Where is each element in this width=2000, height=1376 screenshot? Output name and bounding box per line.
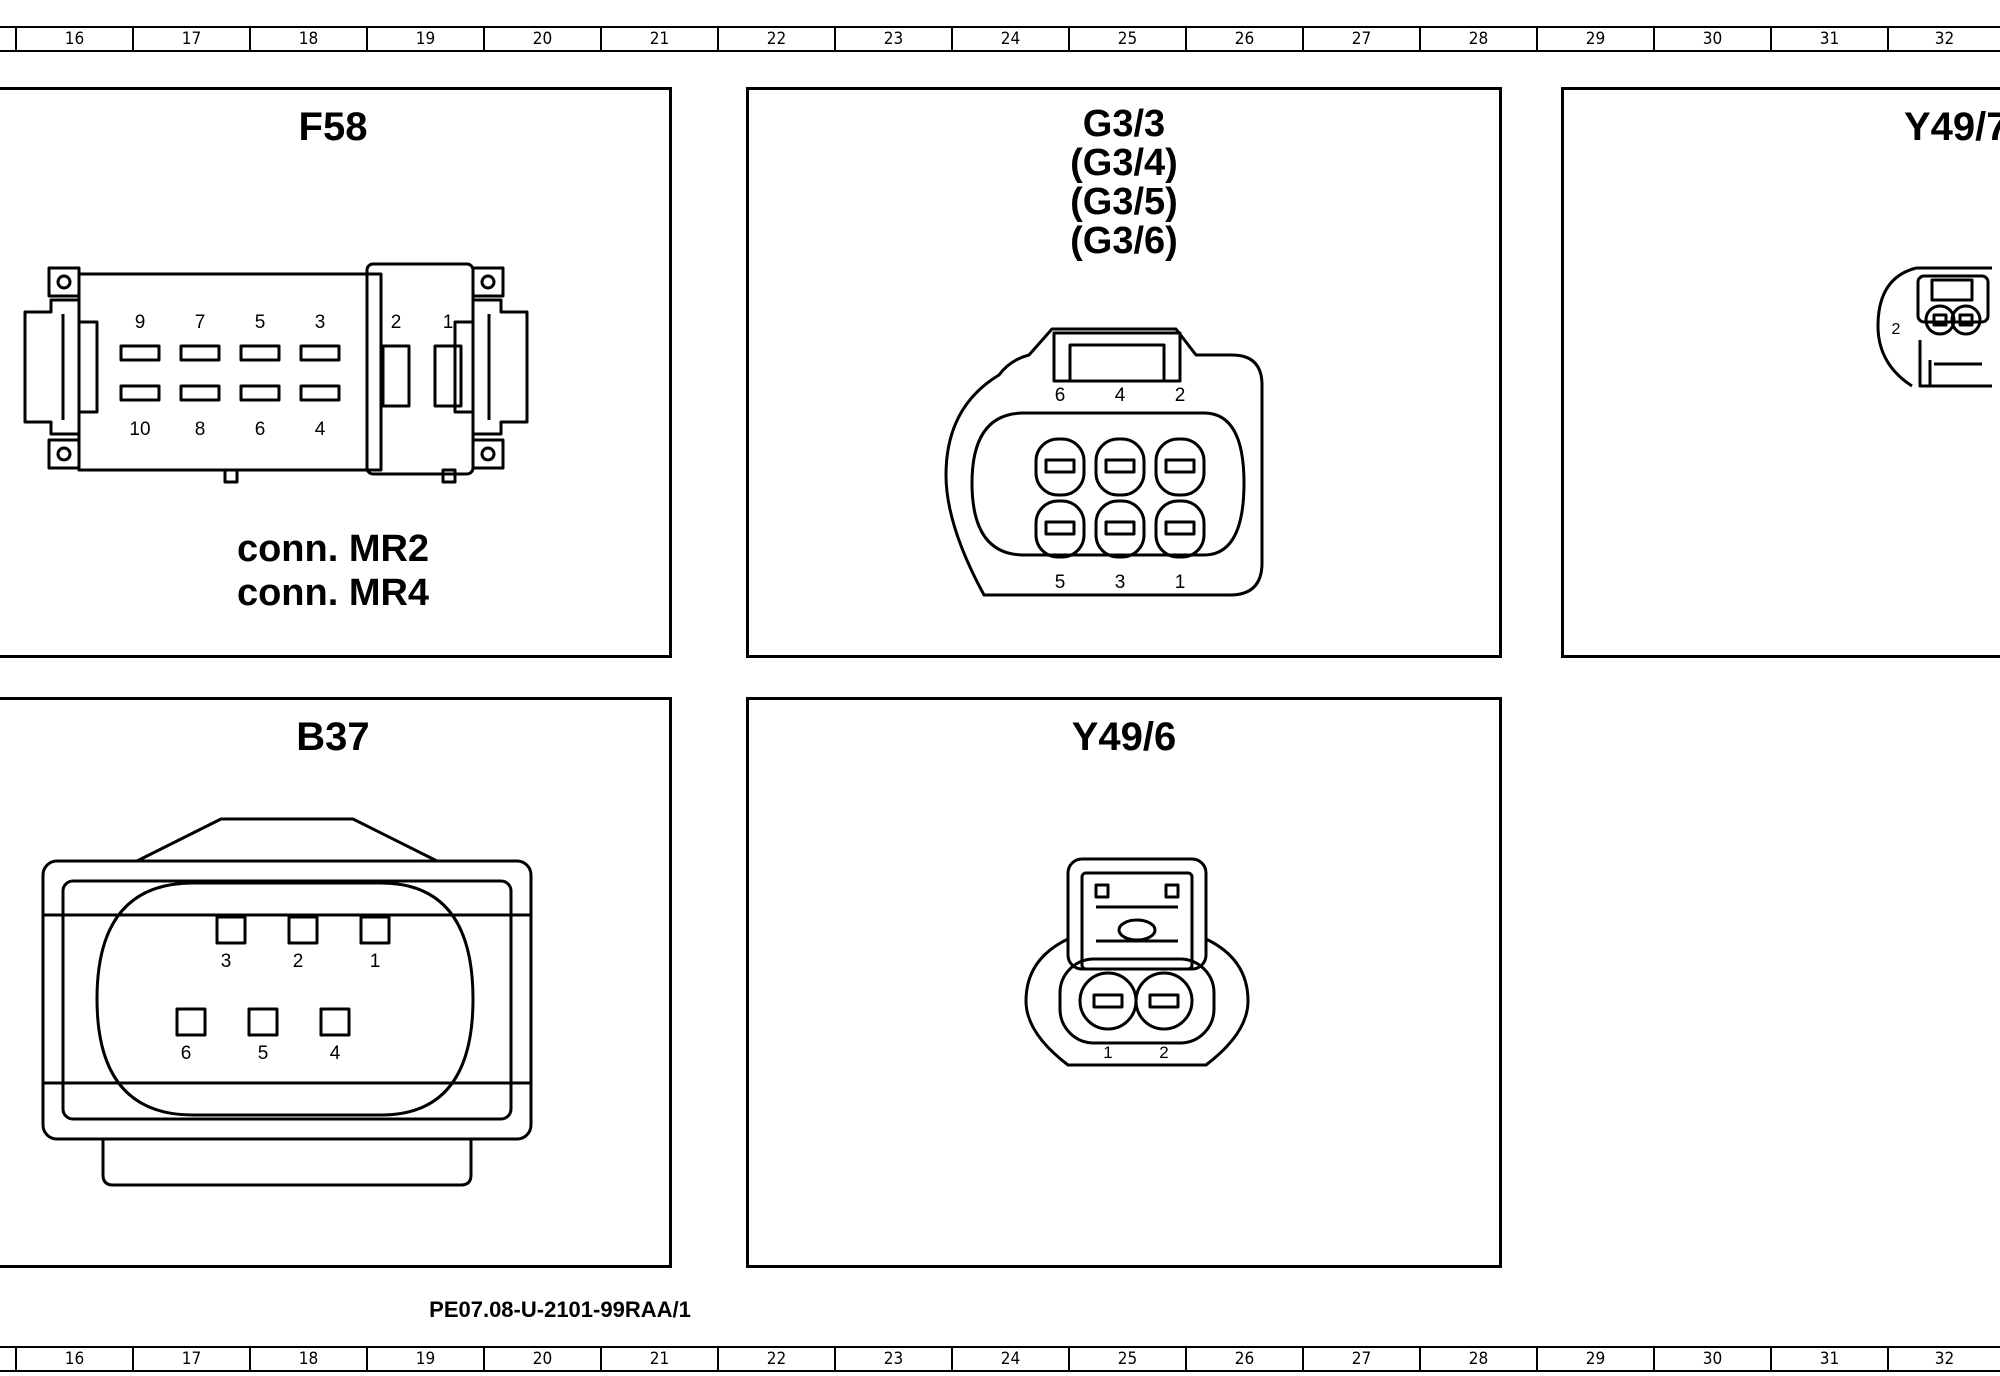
panel-b37: B37 <box>0 697 672 1268</box>
ruler-cell: 21 <box>600 1348 717 1370</box>
panel-title: (G3/4) <box>1070 142 1178 184</box>
ruler-cell: 18 <box>249 1348 366 1370</box>
ruler-cell: 29 <box>1536 28 1653 50</box>
pin-label: 2 <box>1159 1043 1168 1062</box>
pin-label: 6 <box>181 1043 192 1064</box>
ruler-cell: 25 <box>1068 28 1185 50</box>
ruler-cell: 20 <box>483 28 600 50</box>
ruler-cell: 30 <box>1653 1348 1770 1370</box>
connector-f58-drawing: 9 7 5 3 2 1 10 8 6 4 <box>23 262 529 484</box>
pin-label: 4 <box>315 419 326 440</box>
ruler-cell: 27 <box>1302 1348 1419 1370</box>
pin-label: 3 <box>1115 572 1126 593</box>
ruler-cell: 26 <box>1185 28 1302 50</box>
ruler-cell: 18 <box>249 28 366 50</box>
connector-y496-drawing: 1 2 <box>1024 857 1250 1067</box>
panel-y497: Y49/7 2 <box>1561 87 2000 658</box>
ruler-cell: 27 <box>1302 28 1419 50</box>
panel-title: (G3/5) <box>1070 181 1178 223</box>
ruler-cell: 16 <box>15 28 132 50</box>
pin-label: 1 <box>443 312 454 333</box>
panel-f58: F58 <box>0 87 672 658</box>
pin-label: 2 <box>1175 385 1186 406</box>
ruler-bottom: 16 17 18 19 20 21 22 23 24 25 26 27 28 2… <box>0 1346 2000 1372</box>
pin-label: 8 <box>195 419 206 440</box>
ruler-cell: 26 <box>1185 1348 1302 1370</box>
panel-y496: Y49/6 1 2 <box>746 697 1502 1268</box>
pin-label: 6 <box>255 419 266 440</box>
pin-label: 6 <box>1055 385 1066 406</box>
connector-g33-drawing: 6 4 2 5 3 1 <box>944 327 1264 597</box>
ruler-cell: 31 <box>1770 1348 1887 1370</box>
connector-y497-drawing: 2 <box>1876 266 1992 388</box>
ruler-cell: 22 <box>717 1348 834 1370</box>
ruler-cell: 17 <box>132 1348 249 1370</box>
ruler-cell: 16 <box>15 1348 132 1370</box>
ruler-cell: 28 <box>1419 1348 1536 1370</box>
pin-label: 4 <box>330 1043 341 1064</box>
ruler-cell: 32 <box>1887 28 2000 50</box>
pin-label: 3 <box>315 312 326 333</box>
pin-label: 5 <box>255 312 266 333</box>
panel-title: G3/3 <box>1082 103 1166 145</box>
pin-label: 2 <box>293 951 304 972</box>
panel-title: Y49/7 <box>1904 105 2000 149</box>
ruler-cell: 31 <box>1770 28 1887 50</box>
pin-label: 1 <box>1103 1043 1112 1062</box>
ruler-top: 16 17 18 19 20 21 22 23 24 25 26 27 28 2… <box>0 26 2000 52</box>
ruler-cell: 24 <box>951 28 1068 50</box>
ruler-cell: 29 <box>1536 1348 1653 1370</box>
panel-caption: conn. MR2 <box>236 528 430 570</box>
ruler-cell: 24 <box>951 1348 1068 1370</box>
ruler-cell: 17 <box>132 28 249 50</box>
panel-title: B37 <box>296 715 370 759</box>
document-reference: PE07.08-U-2101-99RAA/1 <box>429 1297 691 1322</box>
pin-label: 7 <box>195 312 206 333</box>
panel-title: F58 <box>298 105 368 149</box>
connector-b37-drawing: 3 2 1 6 5 4 <box>41 817 533 1187</box>
pin-label: 2 <box>391 312 402 333</box>
panel-title: Y49/6 <box>1071 715 1177 759</box>
pin-label: 9 <box>135 312 146 333</box>
ruler-cell: 28 <box>1419 28 1536 50</box>
pin-label: 3 <box>221 951 232 972</box>
pin-label: 4 <box>1115 385 1126 406</box>
ruler-cell: 22 <box>717 28 834 50</box>
ruler-cell: 23 <box>834 1348 951 1370</box>
ruler-cell: 30 <box>1653 28 1770 50</box>
ruler-cell: 23 <box>834 28 951 50</box>
pin-label: 5 <box>258 1043 269 1064</box>
panel-title: (G3/6) <box>1070 220 1178 262</box>
ruler-cell: 19 <box>366 1348 483 1370</box>
panel-g33: G3/3 (G3/4) (G3/5) (G3/6) <box>746 87 1502 658</box>
ruler-cell: 19 <box>366 28 483 50</box>
ruler-cell: 20 <box>483 1348 600 1370</box>
ruler-cell: 21 <box>600 28 717 50</box>
panel-caption: conn. MR4 <box>236 572 430 614</box>
ruler-cell: 32 <box>1887 1348 2000 1370</box>
pin-label: 5 <box>1055 572 1066 593</box>
pin-label: 2 <box>1892 321 1901 338</box>
pin-label: 1 <box>1175 572 1186 593</box>
pin-label: 1 <box>370 951 381 972</box>
ruler-cell: 25 <box>1068 1348 1185 1370</box>
pin-label: 10 <box>129 419 150 440</box>
